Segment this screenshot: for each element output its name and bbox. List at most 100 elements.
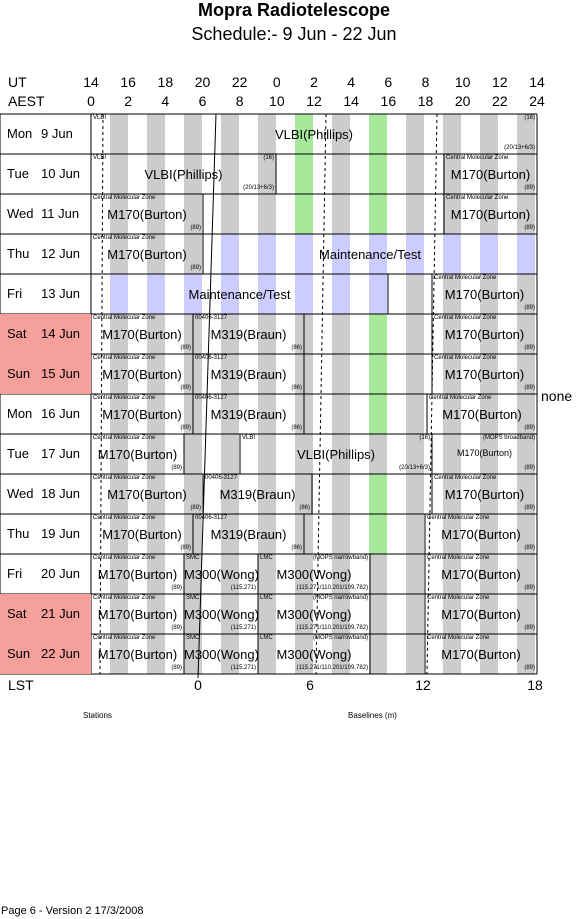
time-stripe <box>221 394 239 434</box>
block-project: M170(Burton) <box>444 327 525 342</box>
block-code: (89) <box>180 385 191 391</box>
time-stripe <box>369 234 387 274</box>
time-stripe <box>406 154 424 194</box>
block-code: (89) <box>171 665 182 671</box>
row-date: 18 Jun <box>41 486 81 501</box>
time-stripe <box>332 434 350 474</box>
time-stripe <box>221 514 239 554</box>
block-source: (MOPS broadband) <box>482 435 535 441</box>
block-note: (16) <box>524 115 535 121</box>
time-stripe <box>443 154 461 194</box>
time-stripe <box>184 594 202 634</box>
time-stripe <box>221 434 239 474</box>
block-project: VLBI(Phillips) <box>296 447 376 462</box>
page-footer: Page 6 - Version 2 17/3/2008 <box>1 905 144 917</box>
row-day: Sun <box>7 646 31 661</box>
time-stripe <box>480 194 498 234</box>
block-project: M170(Burton) <box>97 607 178 622</box>
time-stripe <box>480 554 498 594</box>
time-stripe <box>443 194 461 234</box>
time-stripe <box>147 394 165 434</box>
time-stripe <box>517 634 535 674</box>
lst-tick: 12 <box>415 677 431 693</box>
block-code: (115.271) <box>230 585 256 591</box>
row-day: Fri <box>7 286 23 301</box>
aest-label: AEST <box>8 93 45 109</box>
time-stripe <box>258 234 276 274</box>
block-code: (89) <box>524 305 535 311</box>
time-stripe <box>110 154 128 194</box>
block-project: VLBI(Phillips) <box>144 167 223 182</box>
time-stripe <box>110 194 128 234</box>
schedule-block <box>304 394 427 434</box>
block-project: M300(Wong) <box>276 607 352 622</box>
time-stripe <box>443 514 461 554</box>
time-stripe <box>480 354 498 394</box>
block-project: M170(Burton) <box>456 448 513 458</box>
schedule-block <box>203 194 444 234</box>
block-project: M300(Wong) <box>184 567 259 582</box>
time-stripe <box>369 594 387 634</box>
time-stripe <box>147 354 165 394</box>
block-project: M319(Braun) <box>210 327 287 342</box>
time-stripe <box>369 394 387 434</box>
block-project: M170(Burton) <box>102 527 182 542</box>
block-code: (89) <box>524 465 535 471</box>
time-stripe <box>147 554 165 594</box>
time-stripe <box>443 634 461 674</box>
row-day: Sat <box>7 326 27 341</box>
time-stripe <box>332 474 350 514</box>
block-source: 00406-3127 <box>205 475 238 481</box>
time-stripe <box>332 194 350 234</box>
time-stripe <box>480 114 498 154</box>
schedule-block <box>370 554 425 594</box>
block-tag: VLBI <box>93 115 107 121</box>
block-project: M300(Wong) <box>276 647 352 662</box>
ut-tick: 10 <box>454 74 471 90</box>
time-stripe <box>258 514 276 554</box>
row-date: 15 Jun <box>41 366 81 381</box>
time-stripe <box>480 514 498 554</box>
ut-tick: 18 <box>157 74 174 90</box>
time-stripe <box>184 154 202 194</box>
ut-tick: 14 <box>529 74 545 90</box>
block-project: M170(Burton) <box>102 407 182 422</box>
time-stripe <box>147 274 165 314</box>
block-source: SMC <box>186 595 200 601</box>
time-stripe <box>221 314 239 354</box>
time-stripe <box>406 594 424 634</box>
block-project: M300(Wong) <box>184 607 259 622</box>
time-stripe <box>295 594 313 634</box>
block-project: Maintenance/Test <box>319 247 421 262</box>
time-stripe <box>110 394 128 434</box>
row-day: Tue <box>7 166 29 181</box>
time-stripe <box>369 434 387 474</box>
block-code: (115.271/110.201/109.782) <box>296 585 368 591</box>
schedule-block <box>370 594 425 634</box>
block-source: 00406-3127 <box>195 355 228 361</box>
block-code: (89) <box>524 665 535 671</box>
block-code: (89) <box>180 425 191 431</box>
lst-zero-line <box>197 113 217 679</box>
ut-tick: 6 <box>384 74 393 90</box>
time-stripe <box>443 394 461 434</box>
time-stripe <box>221 114 239 154</box>
block-code: (86) <box>299 505 310 511</box>
schedule-block: VLBI(16)VLBI(Phillips)(20/13+6/3) <box>91 154 276 194</box>
block-code: (89) <box>190 505 201 511</box>
time-stripe <box>369 194 387 234</box>
block-code: (89) <box>171 465 182 471</box>
